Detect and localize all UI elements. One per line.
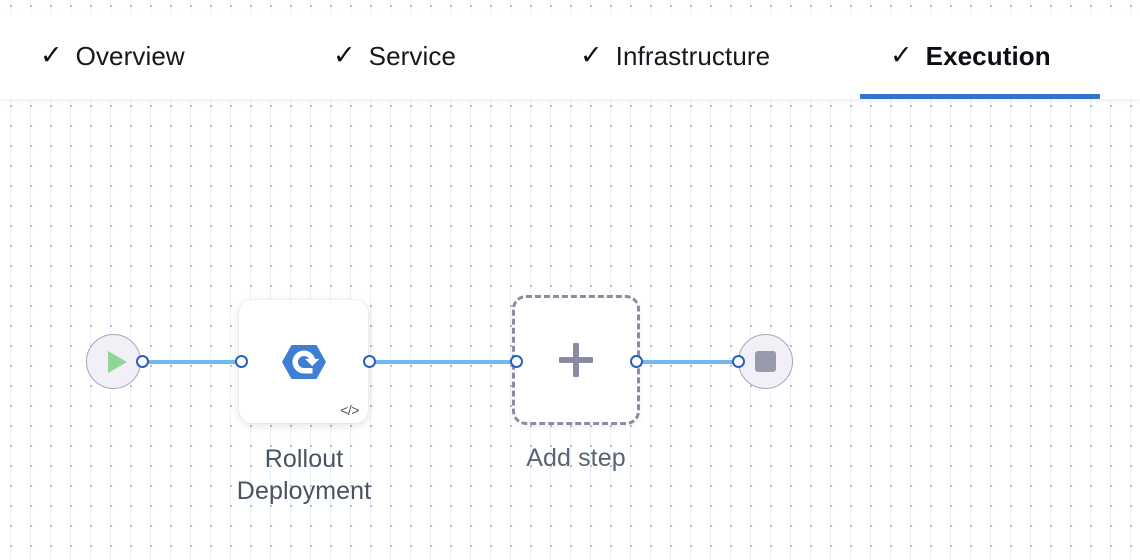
tab-active-underline — [860, 94, 1100, 99]
rollout-deployment-icon — [279, 337, 329, 387]
add-step-node[interactable] — [512, 295, 640, 425]
tab-label: Service — [368, 41, 457, 71]
tab-execution[interactable]: ✓ Execution — [860, 14, 1100, 99]
tab-service[interactable]: ✓ Service — [333, 14, 456, 99]
pipeline-end-node[interactable] — [738, 334, 793, 389]
port-end-input[interactable] — [732, 355, 745, 368]
plus-icon — [559, 343, 593, 377]
check-icon: ✓ — [890, 40, 913, 70]
port-step-input[interactable] — [235, 355, 248, 368]
execution-step-graph: </> Rollout Deployment Add step — [0, 99, 1140, 560]
play-icon — [107, 350, 127, 373]
port-step-output[interactable] — [363, 355, 376, 368]
step-node-label: Rollout Deployment — [204, 444, 404, 507]
port-start-output[interactable] — [136, 355, 149, 368]
tab-overview[interactable]: ✓ Overview — [40, 14, 185, 99]
tab-label: Overview — [75, 41, 185, 71]
tab-infrastructure[interactable]: ✓ Infrastructure — [580, 14, 770, 99]
check-icon: ✓ — [40, 40, 63, 70]
port-add-output[interactable] — [630, 355, 643, 368]
tab-label: Execution — [925, 41, 1051, 71]
step-node-label-line1: Rollout — [264, 445, 344, 473]
connector-step-to-add — [368, 360, 518, 364]
code-badge-icon: </> — [340, 402, 359, 418]
port-add-input[interactable] — [510, 355, 523, 368]
connector-add-to-end — [634, 360, 742, 364]
add-step-label: Add step — [526, 444, 626, 472]
connector-start-to-step — [140, 360, 244, 364]
tab-label: Infrastructure — [615, 41, 771, 71]
stage-tab-bar: ✓ Overview ✓ Service ✓ Infrastructure ✓ … — [0, 14, 1140, 99]
step-node-rollout-deployment[interactable]: </> — [239, 300, 368, 423]
check-icon: ✓ — [333, 40, 356, 70]
stop-icon — [755, 351, 776, 372]
pipeline-start-node[interactable] — [86, 334, 141, 389]
step-node-label-line2: Deployment — [236, 476, 372, 505]
check-icon: ✓ — [580, 40, 603, 70]
